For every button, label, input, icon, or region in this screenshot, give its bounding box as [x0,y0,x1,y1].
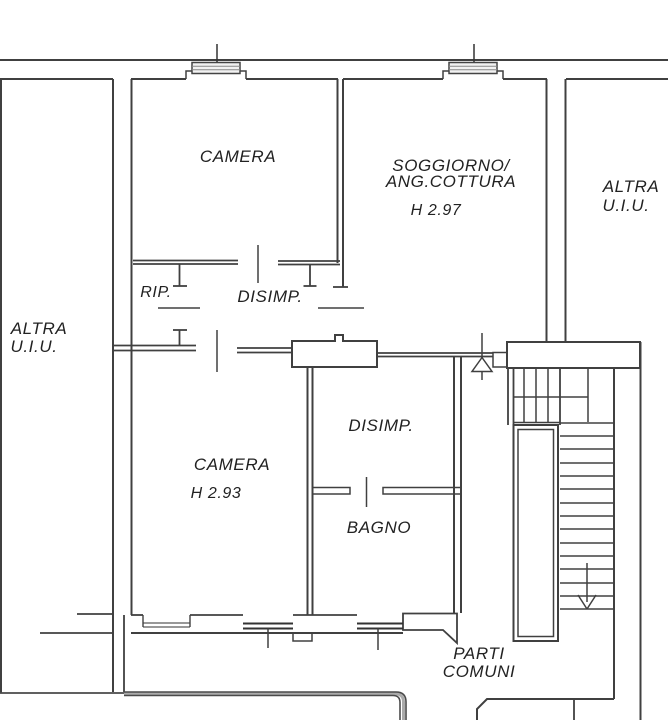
entrance-arrow-icon [470,356,494,373]
camera-lower-label: CAMERA [193,455,271,474]
window-icon [191,44,241,75]
corridor-walls [545,79,567,342]
upper-partition-walls [133,79,364,309]
camera-lower-height-label: H 2.93 [190,485,242,502]
staircase [507,368,615,699]
altra-uiu-right-label-line2: U.I.U. [602,196,650,215]
window-icon [243,622,293,648]
window-icon [448,44,498,75]
soggiorno-height-label: H 2.97 [410,202,462,219]
disimp-lower-label: DISIMP. [348,416,414,435]
parti-comuni-label-line2: COMUNI [442,662,516,681]
top-wall [0,59,668,80]
bathroom-walls [312,357,462,613]
left-walls [0,79,133,693]
parti-comuni-label-line1: PARTI [453,644,505,663]
altra-uiu-left-label-line2: U.I.U. [10,337,58,356]
stairwell-top-wall [506,341,641,369]
stair-direction-arrow-icon [577,563,597,610]
elevator-shaft [512,424,559,642]
camera-top-label: CAMERA [199,147,277,166]
window-icon [142,615,191,628]
entrance-door [378,333,507,380]
altra-uiu-left-label-line1: ALTRA [10,319,68,338]
altra-uiu-right-label-line1: ALTRA [602,177,660,196]
disimp-upper-label: DISIMP. [237,287,303,306]
bagno-label: BAGNO [346,518,412,537]
middle-walls [113,329,378,615]
soggiorno-label-line1: SOGGIORNO/ [392,156,510,175]
rip-label: RIP. [140,284,172,301]
window-icon [357,622,403,650]
bottom-wall-band [131,612,458,650]
soggiorno-label-line2: ANG.COTTURA [385,172,517,191]
bottom-boundary-walls [0,691,614,720]
